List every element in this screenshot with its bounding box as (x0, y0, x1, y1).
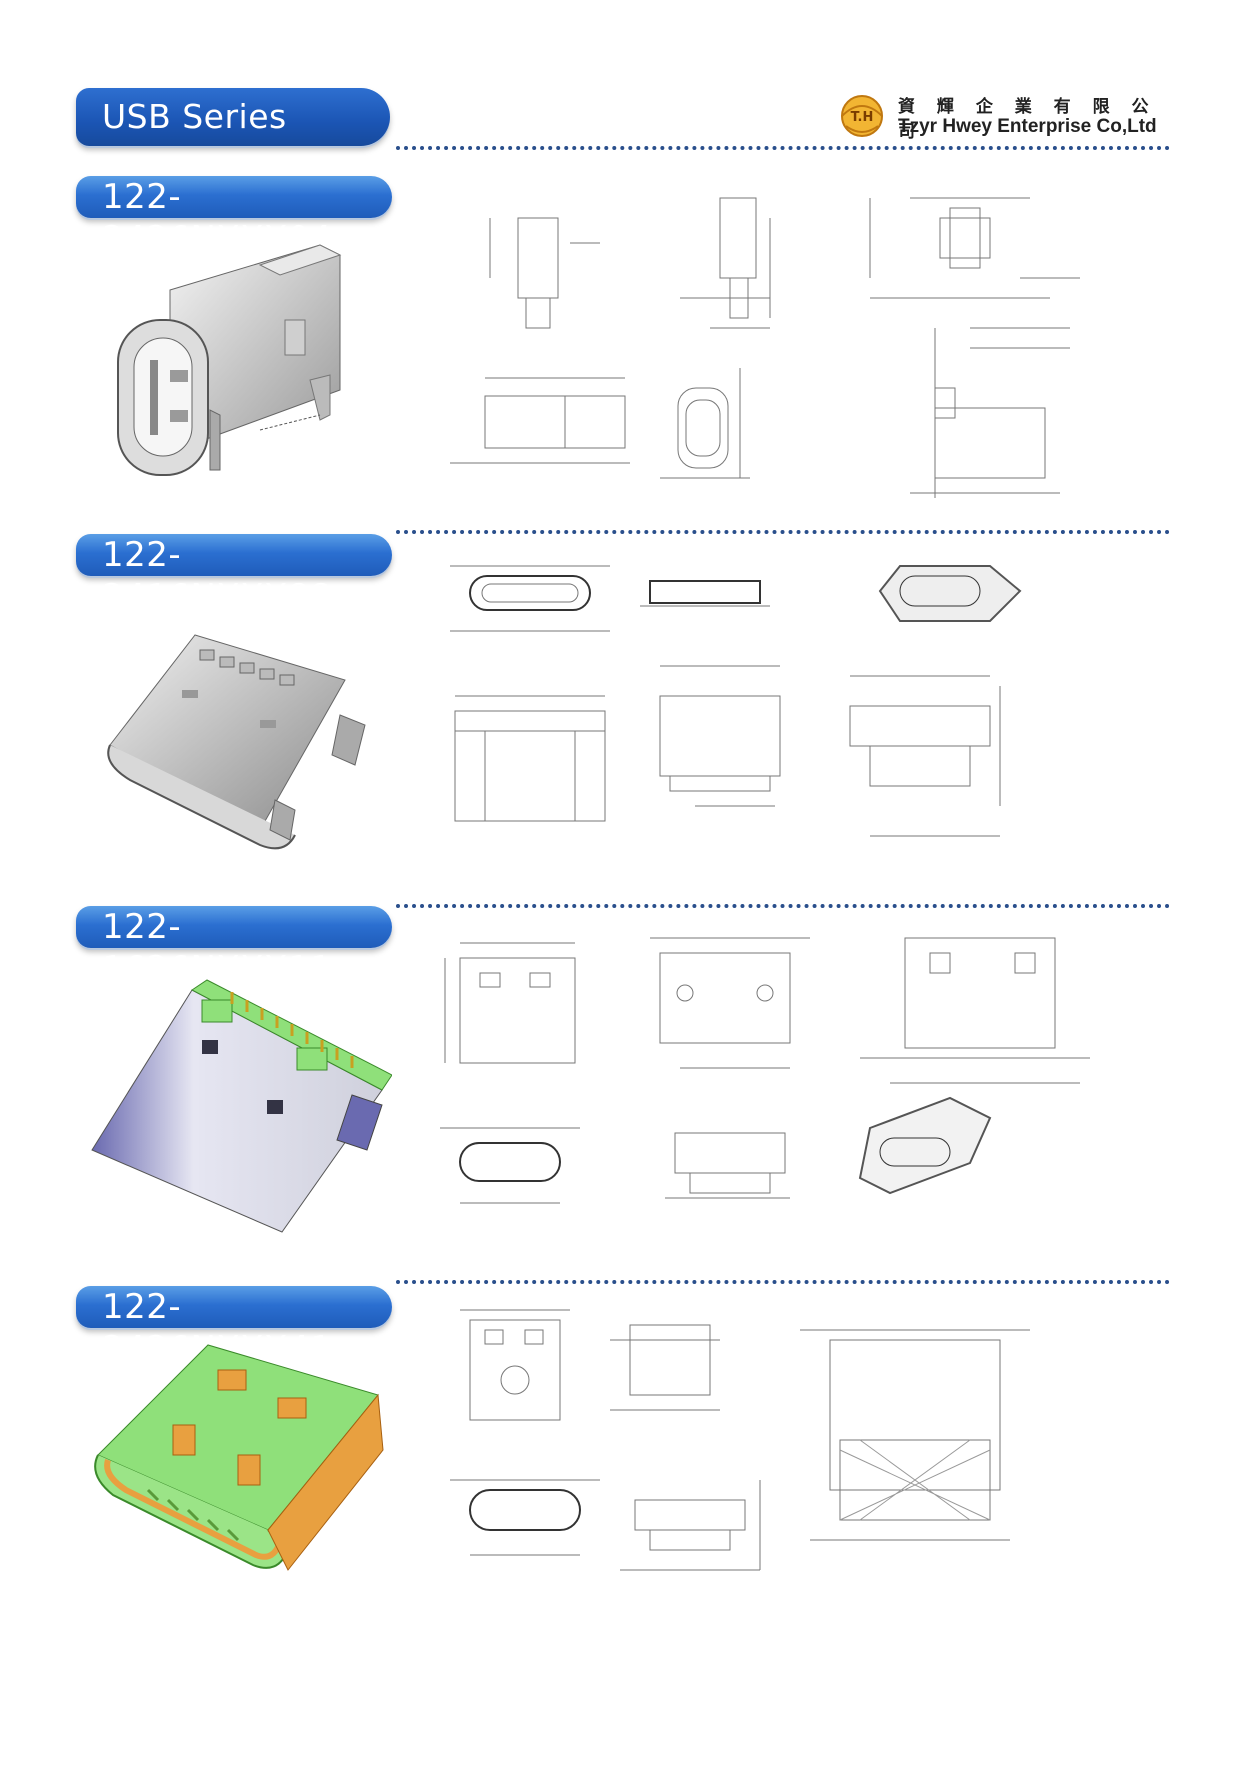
company-name-cn: 資 輝 企 業 有 限 公 司 (898, 97, 1157, 142)
part-number: 122-2416NXXX88 (102, 535, 333, 617)
divider (396, 146, 1170, 150)
divider (396, 1280, 1170, 1284)
logo-emblem-icon: T.H (841, 95, 883, 137)
connector-3d-render-4 (94, 1344, 384, 1571)
company-name-en: Tzyr Hwey Enterprise Co,Ltd (898, 116, 1157, 137)
page-title: USB Series (76, 88, 390, 146)
divider (396, 904, 1170, 908)
connector-3d-render-3 (91, 979, 392, 1233)
divider (396, 530, 1170, 534)
technical-drawings-1 (450, 197, 1080, 498)
connector-3d-render-2 (107, 634, 366, 850)
section-title-4: 122-2426NXXX41 (76, 1286, 392, 1369)
part-number: 122-1626NXXX11 (102, 907, 333, 989)
technical-drawings-4 (450, 1309, 1030, 1571)
company-logo: T.H 資 輝 企 業 有 限 公 司 Tzyr Hwey Enterprise… (838, 92, 1168, 142)
section-title-3: 122-1626NXXX11 (76, 906, 392, 989)
svg-text:T.H: T.H (851, 110, 874, 125)
part-number: 122-2426NXXX04 (102, 177, 333, 259)
section-title-2: 122-2416NXXX88 (76, 534, 392, 617)
connector-3d-render-1 (117, 244, 342, 476)
page-title-text: USB Series (102, 97, 287, 136)
technical-drawings-2 (450, 565, 1022, 837)
section-title-1: 122-2426NXXX04 (76, 176, 392, 259)
technical-drawings-3 (440, 937, 1090, 1204)
